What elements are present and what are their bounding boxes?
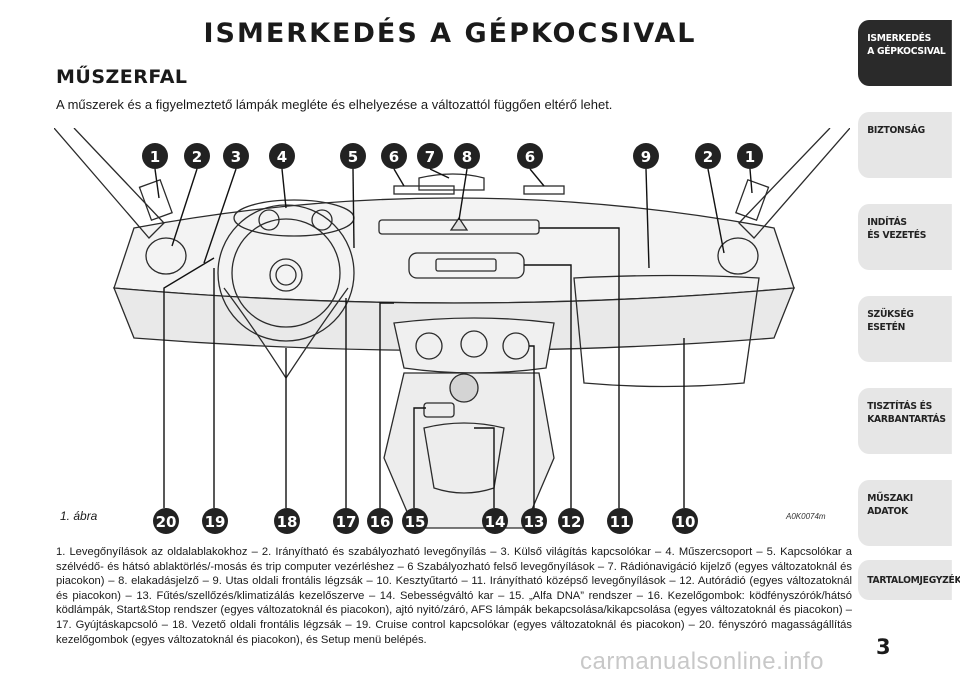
- callout-top: 5: [340, 143, 366, 169]
- callout-top: 7: [417, 143, 443, 169]
- svg-text:17: 17: [336, 513, 357, 531]
- callout-bottom: 12: [558, 508, 584, 534]
- svg-text:1: 1: [150, 148, 160, 166]
- svg-text:11: 11: [610, 513, 631, 531]
- callout-bottom: 20: [153, 508, 179, 534]
- tab-szukseg[interactable]: SZÜKSÉG ESETÉN: [858, 296, 952, 362]
- svg-text:20: 20: [156, 513, 177, 531]
- watermark: carmanualsonline.info: [580, 648, 824, 676]
- svg-text:19: 19: [205, 513, 226, 531]
- callout-top: 1: [142, 143, 168, 169]
- figure-label: 1. ábra: [60, 509, 97, 523]
- callout-top: 1: [737, 143, 763, 169]
- tab-muszaki[interactable]: MŰSZAKI ADATOK: [858, 480, 952, 546]
- svg-text:16: 16: [370, 513, 391, 531]
- callout-top: 6: [517, 143, 543, 169]
- intro-text: A műszerek és a figyelmeztető lámpák meg…: [56, 97, 612, 112]
- callout-top: 9: [633, 143, 659, 169]
- svg-text:2: 2: [192, 148, 202, 166]
- svg-text:18: 18: [277, 513, 298, 531]
- chapter-tabs: ISMERKEDÉS A GÉPKOCSIVAL BIZTONSÁG INDÍT…: [858, 20, 960, 595]
- svg-text:10: 10: [675, 513, 696, 531]
- callout-bottom: 15: [402, 508, 428, 534]
- svg-text:13: 13: [524, 513, 545, 531]
- tab-ismerkedes[interactable]: ISMERKEDÉS A GÉPKOCSIVAL: [858, 20, 952, 86]
- callout-bottom: 16: [367, 508, 393, 534]
- svg-text:6: 6: [389, 148, 399, 166]
- svg-text:9: 9: [641, 148, 651, 166]
- callout-top: 2: [695, 143, 721, 169]
- figure-code: A0K0074m: [786, 512, 826, 521]
- svg-text:14: 14: [485, 513, 506, 531]
- figure-caption: 1. Levegőnyílások az oldalablakokhoz – 2…: [56, 545, 852, 647]
- svg-text:7: 7: [425, 148, 435, 166]
- svg-text:5: 5: [348, 148, 358, 166]
- callout-bottom: 18: [274, 508, 300, 534]
- callout-bottom: 11: [607, 508, 633, 534]
- callout-top: 3: [223, 143, 249, 169]
- tab-tisztitas[interactable]: TISZTÍTÁS ÉS KARBANTARTÁS: [858, 388, 952, 454]
- svg-text:1: 1: [745, 148, 755, 166]
- svg-text:15: 15: [405, 513, 426, 531]
- page-title: ISMERKEDÉS A GÉPKOCSIVAL: [170, 18, 730, 49]
- tab-tartalomjegyzek[interactable]: TARTALOMJEGYZÉK: [858, 560, 952, 600]
- svg-text:4: 4: [277, 148, 287, 166]
- callout-top: 6: [381, 143, 407, 169]
- svg-text:3: 3: [231, 148, 241, 166]
- callout-top: 2: [184, 143, 210, 169]
- svg-text:12: 12: [561, 513, 582, 531]
- tab-biztonsag[interactable]: BIZTONSÁG: [858, 112, 952, 178]
- callout-bottom: 10: [672, 508, 698, 534]
- callout-bottom: 14: [482, 508, 508, 534]
- svg-text:2: 2: [703, 148, 713, 166]
- svg-text:8: 8: [462, 148, 472, 166]
- svg-text:6: 6: [525, 148, 535, 166]
- callout-bottom: 17: [333, 508, 359, 534]
- callout-top: 8: [454, 143, 480, 169]
- section-title: MŰSZERFAL: [56, 66, 188, 88]
- callout-bottom: 19: [202, 508, 228, 534]
- tab-inditas[interactable]: INDÍTÁS ÉS VEZETÉS: [858, 204, 952, 270]
- page-number: 3: [876, 635, 891, 659]
- callout-bottom: 13: [521, 508, 547, 534]
- dashboard-illustration: 1 2 3 4 5 6 7 8 6 9 2 1 20 19 18 17 16 1…: [54, 128, 850, 536]
- callout-top: 4: [269, 143, 295, 169]
